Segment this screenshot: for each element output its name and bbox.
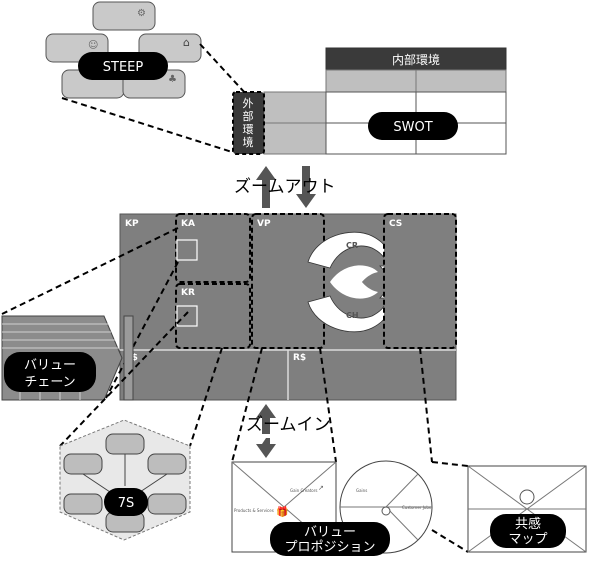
swot-external-char-4: 境 (243, 135, 254, 149)
value-chain-pill (4, 352, 96, 392)
leaf-icon: ♣ (168, 74, 177, 85)
steep-card-top (92, 1, 156, 31)
vpc-empathy-connector (431, 529, 469, 553)
zoom-out-label: ズームアウト (234, 177, 336, 197)
bmc-center-swirl (330, 265, 378, 299)
bmc-cs-label: CS (389, 219, 402, 229)
swot-external-char-1: 外 (243, 97, 254, 110)
value-chain-connector-2 (105, 261, 179, 399)
steep-pill (78, 52, 168, 80)
seven-s-connector-2 (189, 347, 223, 447)
house-icon: ⌂ (183, 36, 190, 49)
vpc-customer-jobs: Customer Jobs (402, 505, 431, 510)
swot-external-char-3: 環 (243, 123, 254, 136)
bmc-vp-box (251, 213, 325, 349)
zoom-in-label: ズームイン (246, 415, 331, 435)
business-model-canvas: KP C$ R$ KA KR VP CR CH CS (119, 213, 457, 401)
value-chain-line1: バリュー (24, 358, 76, 373)
vpc-products-services: Products & Services (234, 508, 274, 513)
empathy-line1: 共感 (515, 516, 541, 532)
trend-icon: ↗ (318, 484, 324, 492)
vpc-gains: Gains (356, 488, 367, 493)
zoom-in-up-arrow (256, 404, 276, 434)
vpc-pill (270, 522, 390, 556)
steep-cluster: ⚙ ☺ ⌂ ♣ STEEP (45, 1, 202, 99)
vpc-line1: バリュー (304, 525, 356, 540)
bmc-ka-label: KA (181, 219, 195, 229)
empathy-line2: マップ (508, 532, 547, 547)
swot-pill (368, 112, 458, 140)
value-chain-line2: チェーン (24, 375, 75, 390)
bmc-kr-box (175, 283, 251, 349)
zoom-out-down-arrow (296, 166, 316, 208)
seven-s-label: 7S (118, 496, 135, 511)
bmc-revenue-label: R$ (293, 353, 306, 363)
swot-external-label-box (232, 91, 265, 155)
zoom-in-arrows: ズームイン (246, 404, 331, 458)
bmc-cr-label: CR (346, 241, 358, 250)
bmc-ka-inner-mark (176, 239, 198, 261)
bmc-vp-label: VP (257, 219, 271, 229)
bmc-kp-label: KP (125, 219, 139, 229)
swot-label: SWOT (393, 120, 432, 135)
seven-s-pill (104, 488, 148, 516)
gift-icon: 🎁 (276, 505, 288, 518)
empathy-pill (490, 514, 566, 548)
empathy-connector-1 (419, 347, 433, 463)
bmc-cs-box (383, 213, 457, 349)
vpc-line2: プロポジション (284, 540, 375, 555)
empathy-head-icon (519, 489, 535, 505)
value-chain: バリュー チェーン (1, 227, 179, 401)
seven-s-model: 7S (59, 311, 223, 541)
vpc-connector-2 (319, 347, 337, 463)
steep-connector-2 (61, 97, 233, 153)
steep-connector-1 (199, 43, 247, 95)
swot-internal-header: 内部環境 (392, 52, 440, 67)
empathy-map: 共感 マップ (419, 347, 587, 553)
vpc-gain-creators: Gain Creators (290, 488, 317, 493)
value-proposition-canvas: Products & Services Gain Creators 🎁 ↗ Ga… (231, 347, 433, 556)
steep-label: STEEP (103, 60, 144, 75)
bmc-ka-box (175, 213, 251, 283)
bmc-ch-label: CH (346, 311, 359, 320)
swot-external-char-2: 部 (243, 109, 254, 123)
seven-s-connector-1 (59, 311, 189, 447)
zoom-out-arrows: ズームアウト (234, 166, 336, 208)
people-icon: ☺ (88, 40, 98, 51)
zoom-in-down-arrow (256, 438, 276, 458)
bmc-kr-label: KR (181, 288, 195, 298)
value-chain-margin-bar (123, 315, 134, 401)
value-chain-connector-1 (1, 227, 179, 315)
swot-matrix: 内部環境 外 部 環 境 SWOT (232, 47, 507, 155)
gear-icon: ⚙ (137, 8, 146, 19)
zoom-out-up-arrow (256, 166, 276, 208)
bmc-kr-inner-mark (176, 305, 198, 327)
